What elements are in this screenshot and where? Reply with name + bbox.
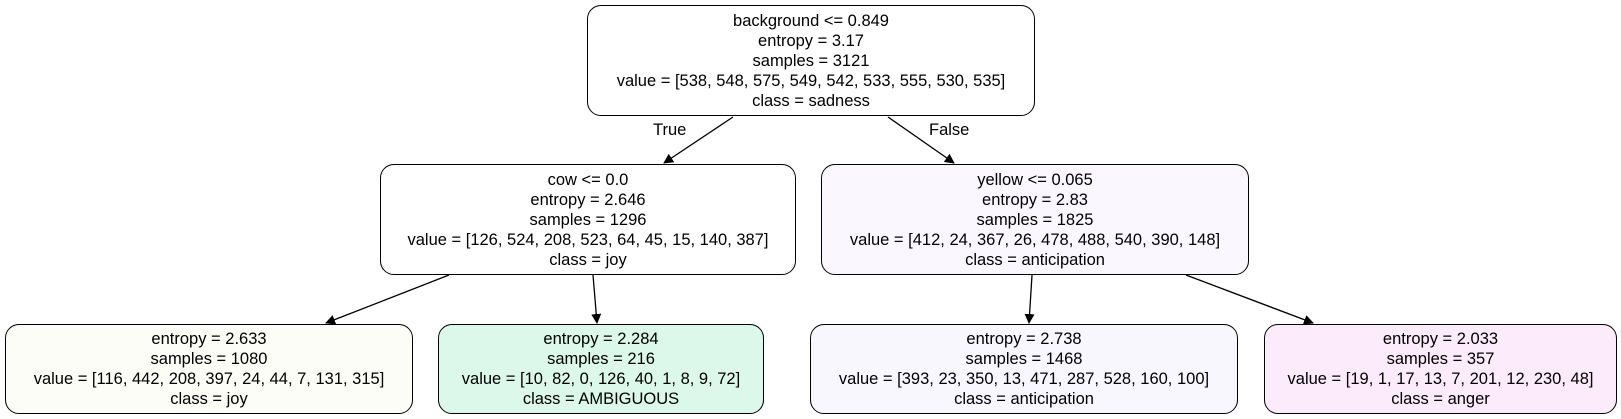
tree-leaf-4: entropy = 2.033 samples = 357 value = [1… [1264, 324, 1617, 414]
node-value: value = [538, 548, 575, 549, 542, 533, 5… [616, 71, 1006, 90]
node-split: yellow <= 0.065 [977, 170, 1093, 189]
edge-root-left [663, 116, 734, 164]
node-value: value = [126, 524, 208, 523, 64, 45, 15,… [407, 230, 769, 249]
tree-leaf-3: entropy = 2.738 samples = 1468 value = [… [810, 324, 1238, 414]
node-entropy: entropy = 2.83 [982, 190, 1088, 209]
tree-node-root: background <= 0.849 entropy = 3.17 sampl… [587, 5, 1035, 116]
node-class: class = joy [170, 390, 248, 408]
node-value: value = [10, 82, 0, 126, 40, 1, 8, 9, 72… [461, 370, 741, 388]
node-value: value = [393, 23, 350, 13, 471, 287, 528… [838, 370, 1210, 388]
node-samples: samples = 3121 [752, 51, 870, 70]
node-value: value = [412, 24, 367, 26, 478, 488, 540… [849, 230, 1221, 249]
edge-label-false: False [929, 121, 970, 139]
node-class: class = sadness [752, 91, 870, 110]
edge-left-leaf1 [325, 274, 450, 325]
edge-label-true: True [653, 121, 687, 139]
edge-root-right [887, 116, 955, 164]
tree-leaf-2: entropy = 2.284 samples = 216 value = [1… [438, 324, 764, 414]
tree-node-right: yellow <= 0.065 entropy = 2.83 samples =… [821, 164, 1249, 275]
node-class: class = anticipation [954, 390, 1094, 408]
tree-leaf-1: entropy = 2.633 samples = 1080 value = [… [5, 324, 413, 414]
node-entropy: entropy = 2.033 [1382, 330, 1499, 348]
node-value: value = [116, 442, 208, 397, 24, 44, 7, … [33, 370, 385, 388]
node-entropy: entropy = 2.284 [543, 330, 659, 348]
node-entropy: entropy = 2.738 [966, 330, 1082, 348]
node-value: value = [19, 1, 17, 13, 7, 201, 12, 230,… [1287, 370, 1594, 388]
node-samples: samples = 1468 [965, 350, 1083, 368]
node-split: background <= 0.849 [733, 11, 889, 30]
node-class: class = AMBIGUOUS [522, 390, 680, 408]
node-samples: samples = 357 [1386, 350, 1495, 368]
node-entropy: entropy = 2.646 [530, 190, 646, 209]
node-split: cow <= 0.0 [547, 170, 629, 189]
edge-left-leaf2 [591, 274, 602, 324]
node-samples: samples = 216 [547, 350, 655, 368]
node-class: class = anger [1391, 390, 1490, 408]
node-samples: samples = 1080 [150, 350, 268, 368]
node-entropy: entropy = 2.633 [151, 330, 267, 348]
node-samples: samples = 1825 [976, 210, 1094, 229]
tree-node-left: cow <= 0.0 entropy = 2.646 samples = 129… [380, 164, 796, 275]
node-class: class = joy [549, 250, 627, 269]
edge-right-leaf4 [1185, 274, 1314, 325]
node-samples: samples = 1296 [529, 210, 647, 229]
node-entropy: entropy = 3.17 [758, 31, 864, 50]
edge-right-leaf3 [1024, 274, 1035, 324]
node-class: class = anticipation [965, 250, 1105, 269]
